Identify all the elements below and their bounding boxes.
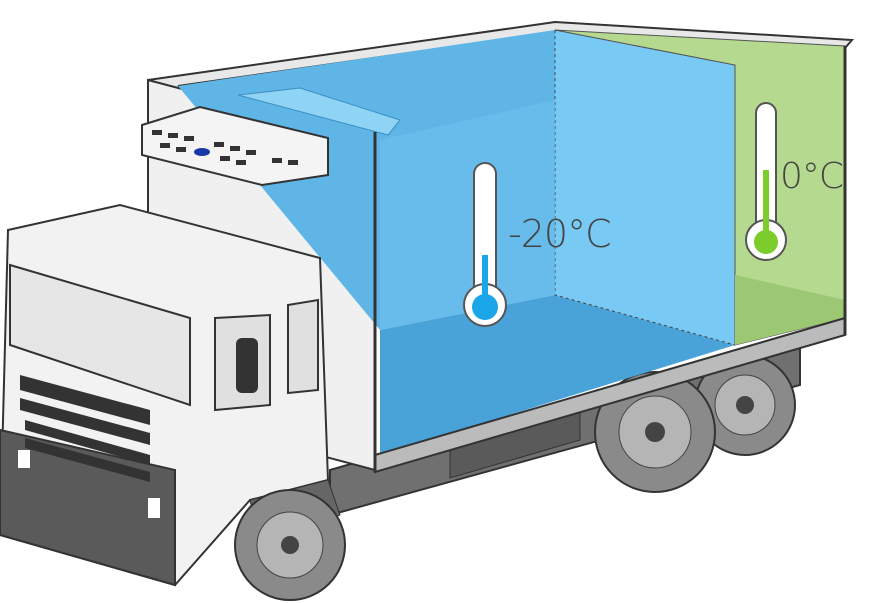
mirror [236,338,258,393]
headlight-right [148,498,160,518]
evaporator-unit [237,87,401,136]
chiller-thermometer-icon [745,102,787,261]
rear-wheel-back [694,354,796,456]
grille [20,375,150,482]
headlight-left [18,450,30,468]
windshield [9,263,191,407]
chiller-floor [735,275,845,345]
freezer-near-area [380,100,555,330]
door-window [287,298,319,395]
chiller-temperature-label: 0°C [780,156,844,197]
front-wheel [234,489,346,601]
refrigeration-unit [141,105,329,187]
freezer-temperature-label: -20°C [508,212,612,256]
freezer-floor [380,295,735,455]
freezer-divider [554,29,736,346]
rear-wheel-front [594,371,716,493]
truck-cab [0,203,341,587]
freezer-thermometer-icon [463,162,507,327]
